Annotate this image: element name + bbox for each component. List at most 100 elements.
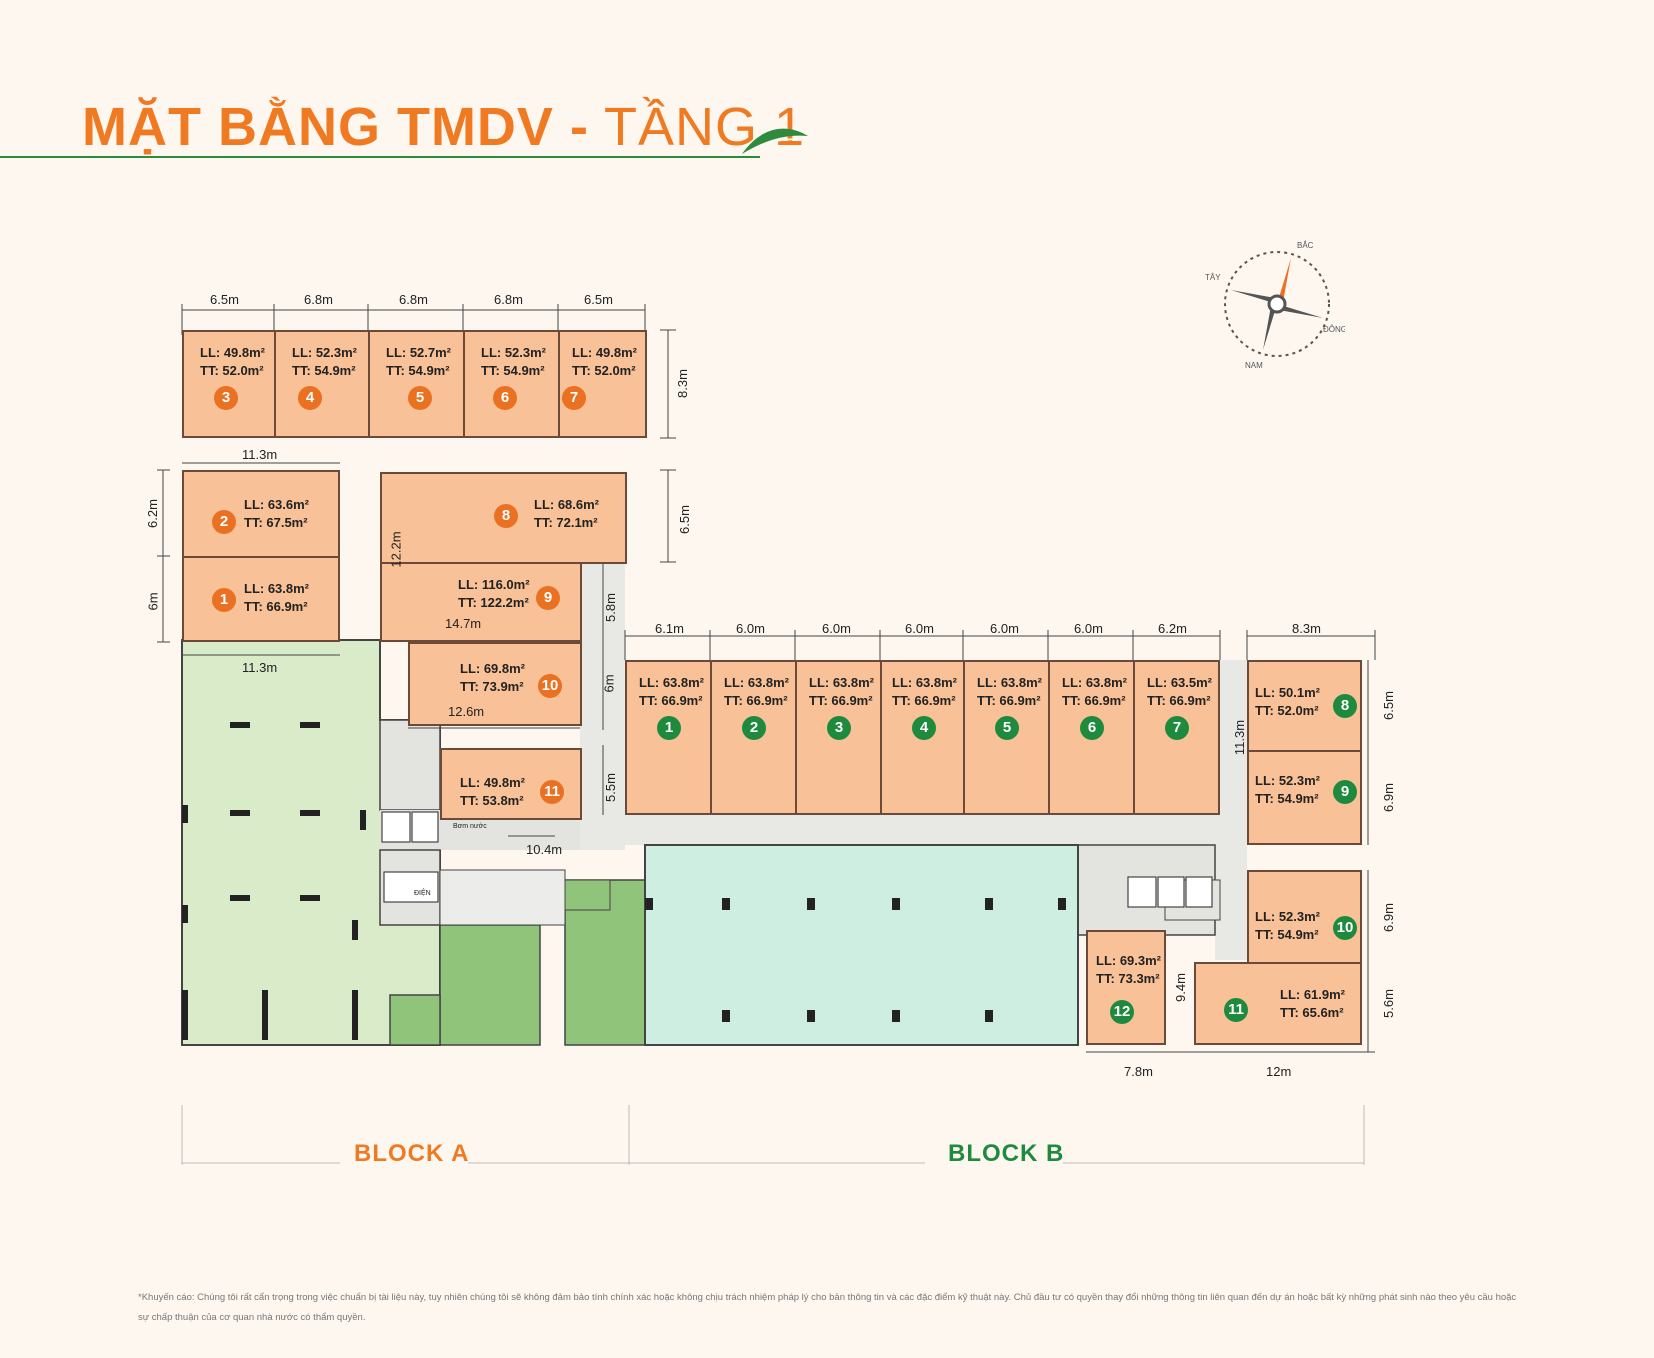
unit-ll: LL: 52.3m² [481,345,547,360]
unit-ll: LL: 52.3m² [1255,909,1321,924]
unit-ll: LL: 49.8m² [460,775,526,790]
unit-number-badge: 6 [493,386,517,410]
unit-number-badge: 8 [494,504,518,528]
unit-tt: TT: 54.9m² [1255,791,1319,806]
title-bold: MẶT BẰNG TMDV [82,97,554,157]
dim-label: 6.0m [1074,621,1103,636]
unit-ll: LL: 52.3m² [1255,773,1321,788]
unit-ll: LL: 61.9m² [1280,987,1346,1002]
unit-tt: TT: 54.9m² [1255,927,1319,942]
unit-ll: LL: 63.8m² [1062,675,1128,690]
unit-number-badge: 11 [1224,998,1248,1022]
unit-number-badge: 3 [214,386,238,410]
unit-number-badge: 4 [298,386,322,410]
unit-tt: TT: 72.1m² [534,515,598,530]
unit-tt: TT: 66.9m² [809,693,873,708]
block-a-unit-9[interactable]: LL: 116.0m² TT: 122.2m² 9 [380,562,582,642]
dim-label: 6.2m [144,499,160,528]
unit-number-badge: 8 [1333,694,1357,718]
block-a-unit-5[interactable]: LL: 52.7m² TT: 54.9m² 5 [368,330,465,438]
block-b-unit-12[interactable]: LL: 69.3m² TT: 73.3m² 12 [1086,930,1166,1045]
dim-label: 6.1m [655,621,684,636]
unit-tt: TT: 66.9m² [724,693,788,708]
unit-tt: TT: 54.9m² [386,363,450,378]
dim-label: 6m [601,674,617,693]
unit-tt: TT: 65.6m² [1280,1005,1344,1020]
unit-tt: TT: 53.8m² [460,793,524,808]
dim-label: 5.6m [1380,989,1396,1018]
unit-tt: TT: 122.2m² [458,595,529,610]
unit-ll: LL: 116.0m² [458,577,530,592]
dim-label: 5.5m [602,773,618,802]
dim-label: 6.9m [1380,903,1396,932]
unit-number-badge: 7 [1165,716,1189,740]
unit-tt: TT: 52.0m² [1255,703,1319,718]
unit-number-badge: 1 [212,588,236,612]
compass-east: ĐÔNG [1323,325,1345,334]
dim-label: 12m [1266,1064,1292,1079]
dim-label: 6.5m [584,292,613,307]
compass-icon: BẮC TÂY ĐÔNG NAM [1205,241,1345,370]
water-pump-label: Bơm nước [453,823,487,830]
unit-tt: TT: 66.9m² [1147,693,1211,708]
dim-label: 8.3m [674,369,690,398]
unit-number-badge: 1 [657,716,681,740]
unit-number-badge: 5 [408,386,432,410]
dim-label: 6.5m [210,292,239,307]
dim-label: 6.0m [990,621,1019,636]
block-b-unit-11[interactable]: LL: 61.9m² TT: 65.6m² 11 [1194,962,1362,1045]
dim-label: 6.9m [1380,783,1396,812]
unit-ll: LL: 63.8m² [639,675,705,690]
dim-label: 8.3m [1292,621,1321,636]
unit-ll: LL: 49.8m² [572,345,638,360]
unit-number-badge: 9 [536,586,560,610]
dim-label: 5.8m [602,593,618,622]
unit-ll: LL: 63.8m² [892,675,958,690]
unit-tt: TT: 66.9m² [977,693,1041,708]
unit-ll: LL: 69.3m² [1096,953,1162,968]
unit-ll: LL: 63.8m² [977,675,1043,690]
block-a-unit-11[interactable]: LL: 49.8m² TT: 53.8m² 11 [440,748,582,820]
unit-number-badge: 7 [562,386,586,410]
unit-ll: LL: 69.8m² [460,661,526,676]
dim-label: 11.3m [242,660,278,675]
dim-label: 6.0m [736,621,765,636]
dim-label: 10.4m [526,842,563,857]
unit-number-badge: 12 [1110,1000,1134,1024]
block-a-unit-7[interactable]: LL: 49.8m² TT: 52.0m² 7 [558,330,647,438]
dim-label: 6.8m [304,292,333,307]
dim-label: 6.5m [1380,691,1396,720]
dim-label: 12.6m [448,704,485,719]
dim-label: 6.5m [676,505,692,534]
unit-ll: LL: 63.6m² [244,497,310,512]
block-b-label: BLOCK B [948,1140,1065,1167]
unit-tt: TT: 52.0m² [572,363,636,378]
unit-ll: LL: 52.7m² [386,345,452,360]
unit-ll: LL: 63.8m² [724,675,790,690]
unit-number-badge: 11 [540,780,564,804]
unit-tt: TT: 73.3m² [1096,971,1160,986]
page-title: MẶT BẰNG TMDV - TẦNG 1 [82,96,805,158]
unit-ll: LL: 63.8m² [809,675,875,690]
compass-south: NAM [1245,361,1263,370]
dim-label: 6m [145,592,161,611]
unit-tt: TT: 54.9m² [292,363,356,378]
